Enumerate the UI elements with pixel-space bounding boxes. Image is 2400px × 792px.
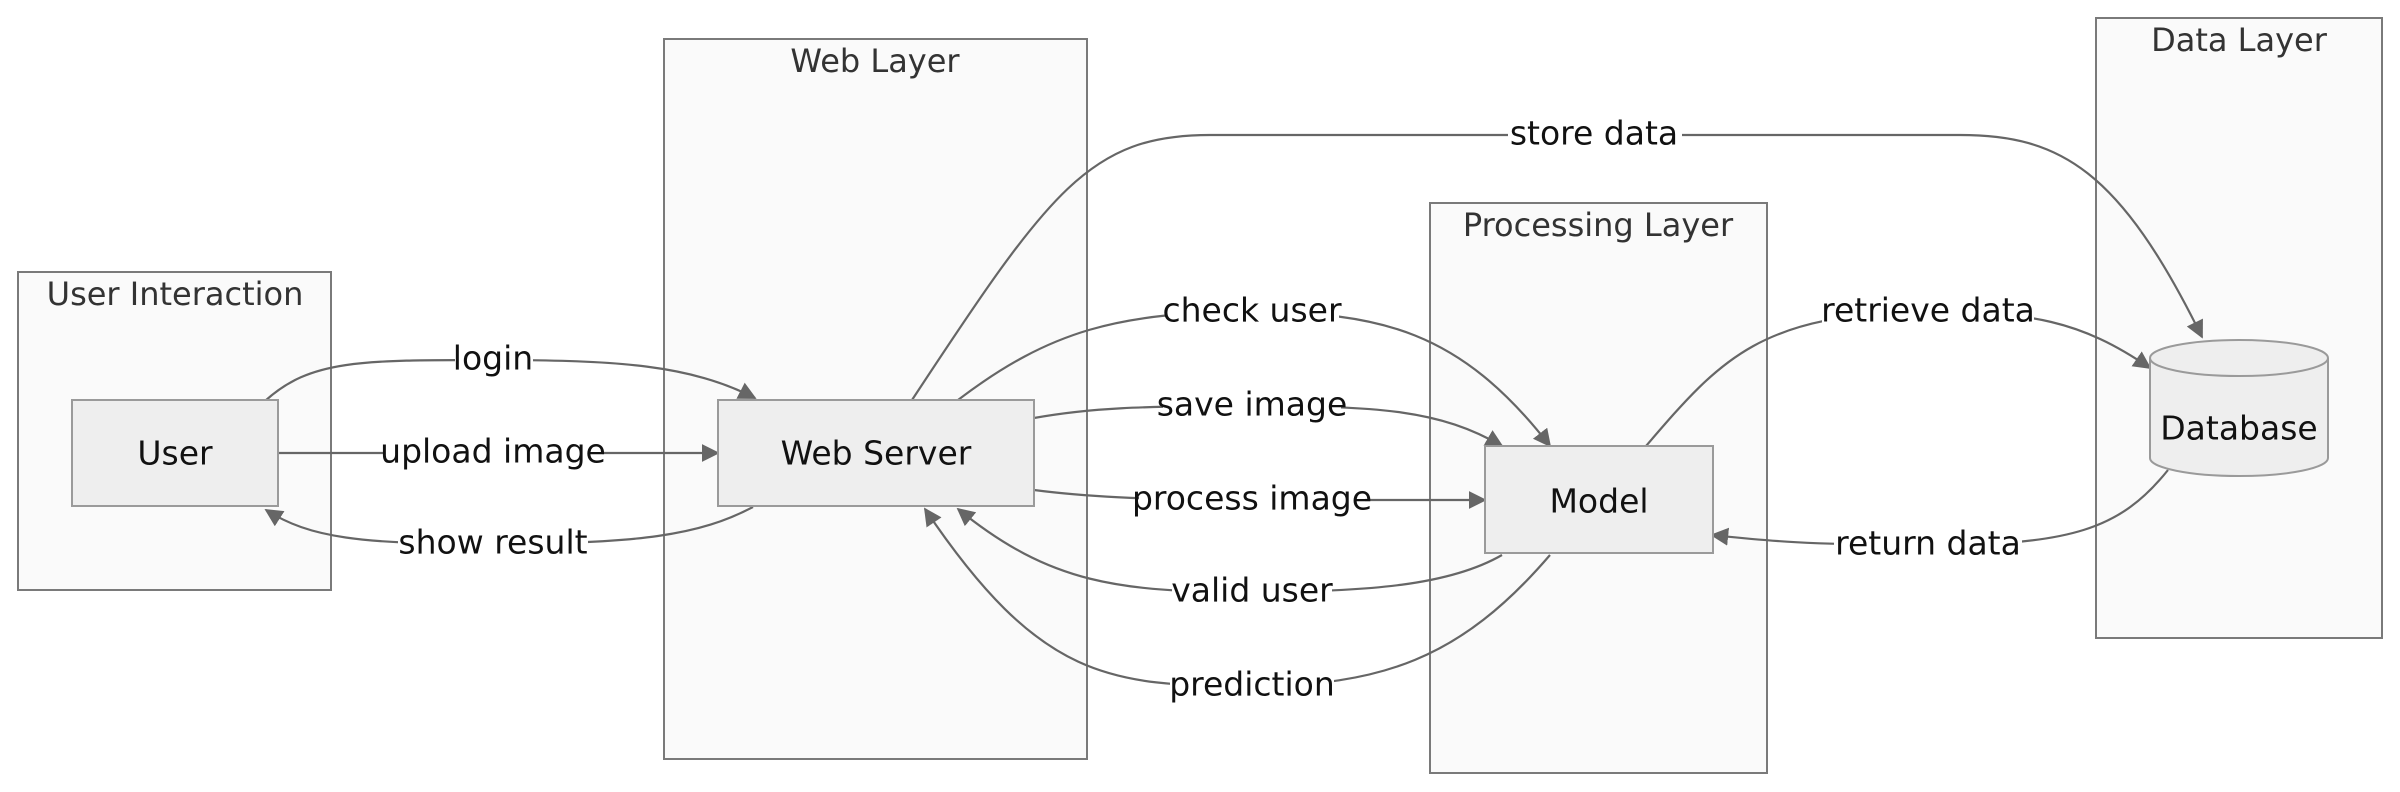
edge-label-process-image: process image [1132, 479, 1372, 519]
edge-label-process-image-text: process image [1132, 479, 1372, 518]
edge-label-valid-user: valid user [1171, 571, 1333, 611]
database-cylinder-top [2149, 339, 2329, 377]
edge-store-data [911, 133, 2203, 401]
group-title-user-interaction: User Interaction [47, 275, 304, 313]
edge-label-show-result-text: show result [398, 523, 587, 562]
edge-label-save-image: save image [1157, 385, 1348, 425]
node-web-server[interactable]: Web Server [717, 399, 1035, 507]
edge-label-check-user-text: check user [1162, 291, 1342, 330]
edge-label-valid-user-text: valid user [1171, 571, 1333, 610]
group-title-data-layer: Data Layer [2151, 21, 2328, 59]
node-user[interactable]: User [71, 399, 279, 507]
edge-labels: login upload image show result store dat… [380, 114, 2035, 705]
edge-label-return-data: return data [1834, 524, 2022, 564]
edge-label-retrieve-data: retrieve data [1821, 291, 2035, 331]
edge-label-show-result: show result [398, 523, 588, 563]
node-model-label: Model [1549, 482, 1648, 521]
node-database[interactable]: Database [2149, 339, 2329, 477]
group-data-layer: Data Layer [2095, 17, 2383, 639]
edge-label-prediction: prediction [1169, 665, 1335, 705]
group-title-processing-layer: Processing Layer [1463, 206, 1734, 244]
node-model[interactable]: Model [1484, 445, 1714, 554]
node-web-server-label: Web Server [781, 434, 972, 473]
edge-label-store-data: store data [1508, 114, 1682, 154]
node-user-label: User [137, 434, 213, 473]
edge-label-login-text: login [453, 339, 533, 378]
edge-label-upload-image-text: upload image [380, 432, 606, 471]
edge-label-save-image-text: save image [1157, 385, 1348, 424]
group-title-web-layer: Web Layer [790, 42, 960, 80]
edge-label-retrieve-data-text: retrieve data [1821, 291, 2035, 330]
edge-label-return-data-text: return data [1835, 524, 2021, 563]
edge-label-prediction-text: prediction [1169, 665, 1335, 704]
database-cylinder-icon [2149, 358, 2329, 477]
edge-label-login: login [453, 339, 533, 379]
node-database-label: Database [2160, 409, 2317, 448]
edge-label-check-user: check user [1162, 291, 1342, 331]
edge-label-store-data-text: store data [1510, 114, 1678, 153]
edge-label-upload-image: upload image [380, 432, 606, 472]
